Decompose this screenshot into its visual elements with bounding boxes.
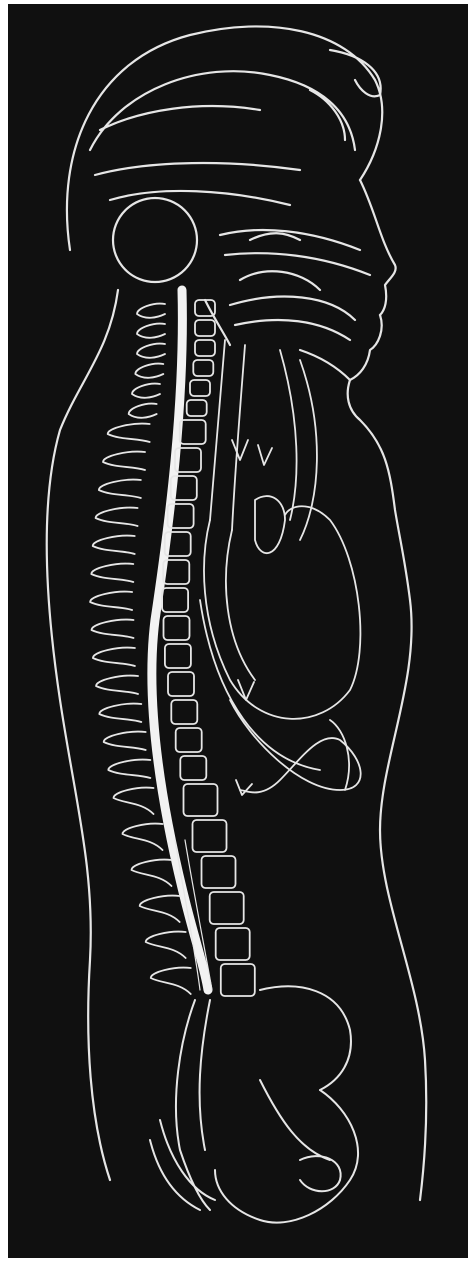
black-background — [8, 4, 468, 1258]
